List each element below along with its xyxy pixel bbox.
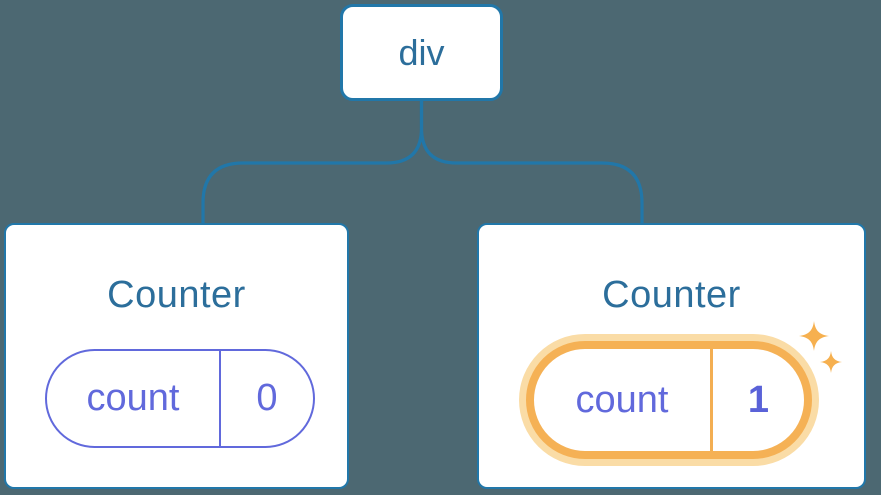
- state-value-label: 0: [256, 377, 278, 419]
- sparkle-icon-small: [820, 351, 842, 373]
- state-pill-highlight-glow: count 1: [519, 334, 819, 466]
- tree-node-div-label: div: [398, 31, 445, 73]
- counter-title: Counter: [602, 274, 741, 316]
- state-key-label: count: [534, 349, 713, 451]
- sparkle-icon-large: [799, 321, 829, 351]
- state-key-label: count: [47, 351, 221, 446]
- state-pill-count-1: count 1: [526, 341, 812, 459]
- state-value-label: 1: [747, 378, 770, 421]
- connector-root-to-left-child: [201, 101, 424, 224]
- tree-node-div: div: [340, 4, 503, 101]
- counter-card-left: Counter count 0: [4, 223, 349, 489]
- state-pill-count-0: count 0: [45, 349, 315, 448]
- counter-card-right-highlighted: Counter count 1: [477, 223, 866, 489]
- connector-root-to-right-child: [419, 101, 644, 224]
- counter-title: Counter: [107, 274, 246, 316]
